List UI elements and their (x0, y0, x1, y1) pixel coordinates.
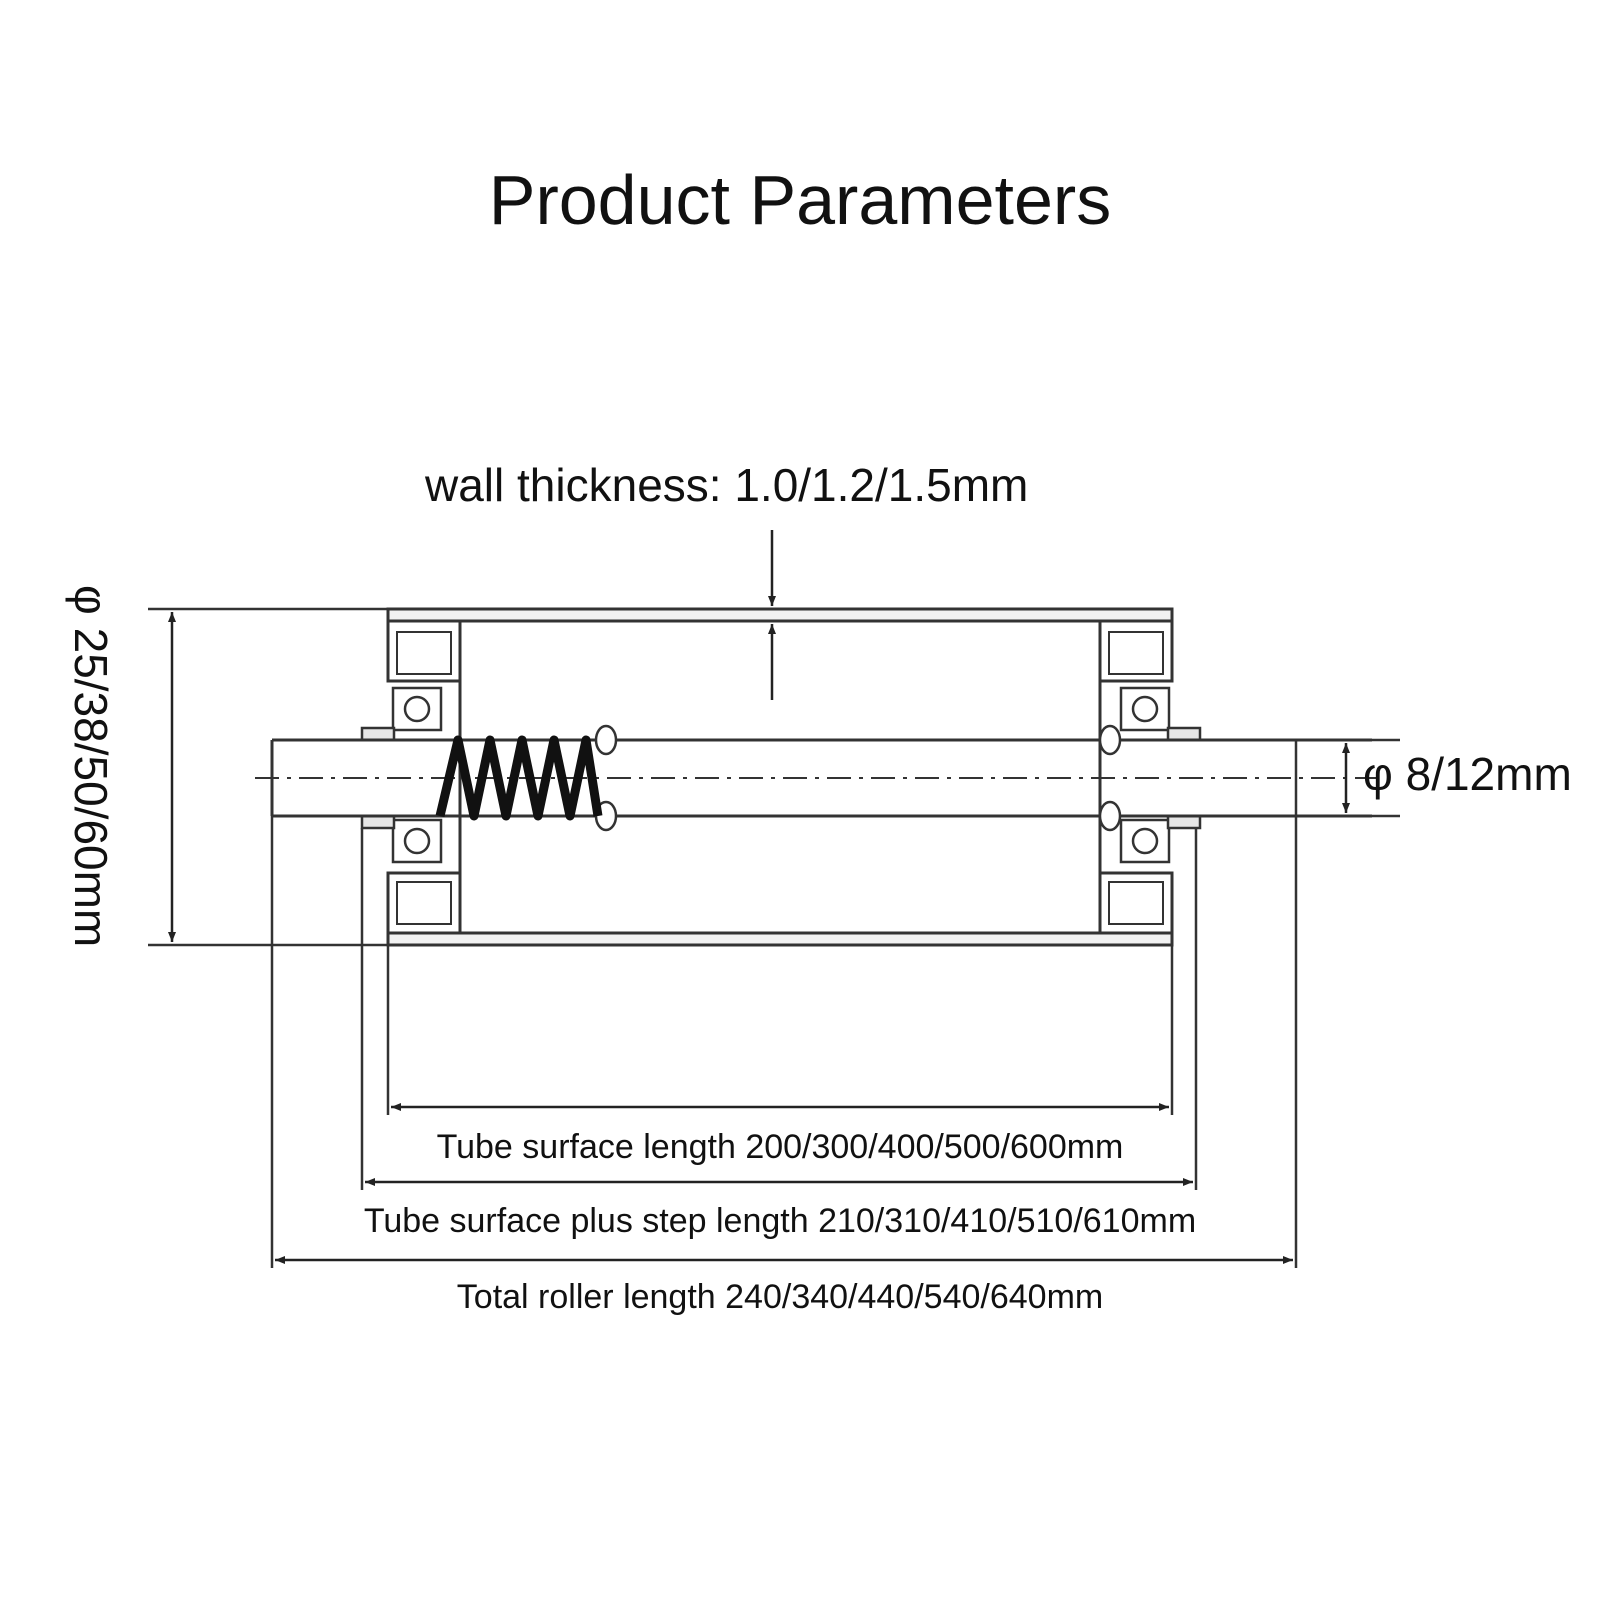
dimension-lines (168, 530, 1350, 1264)
tube-top-wall (386, 607, 1174, 623)
shaft-diameter-label: φ 8/12mm (1363, 748, 1572, 800)
page-title: Product Parameters (488, 161, 1112, 239)
left-end-cap-top (386, 619, 462, 683)
retaining-clips (594, 724, 1122, 832)
tube-surface-length-label: Tube surface length 200/300/400/500/600m… (436, 1128, 1124, 1166)
spring (435, 735, 603, 821)
wall-thickness-label: wall thickness: 1.0/1.2/1.5mm (425, 459, 1029, 511)
tube-body (386, 607, 1174, 947)
tube-bottom-wall (386, 931, 1174, 947)
tube-diameter-label: φ 25/38/50/60mm (65, 585, 117, 948)
surface-plus-step-length-label: Tube surface plus step length 210/310/41… (363, 1202, 1197, 1240)
right-end-cap-top (1098, 619, 1174, 683)
bearing-right-top (1119, 686, 1171, 732)
bearings (391, 686, 1171, 864)
total-roller-length-label: Total roller length 240/340/440/540/640m… (456, 1278, 1104, 1316)
shaft (255, 738, 1380, 818)
extension-lines (148, 607, 1400, 1268)
